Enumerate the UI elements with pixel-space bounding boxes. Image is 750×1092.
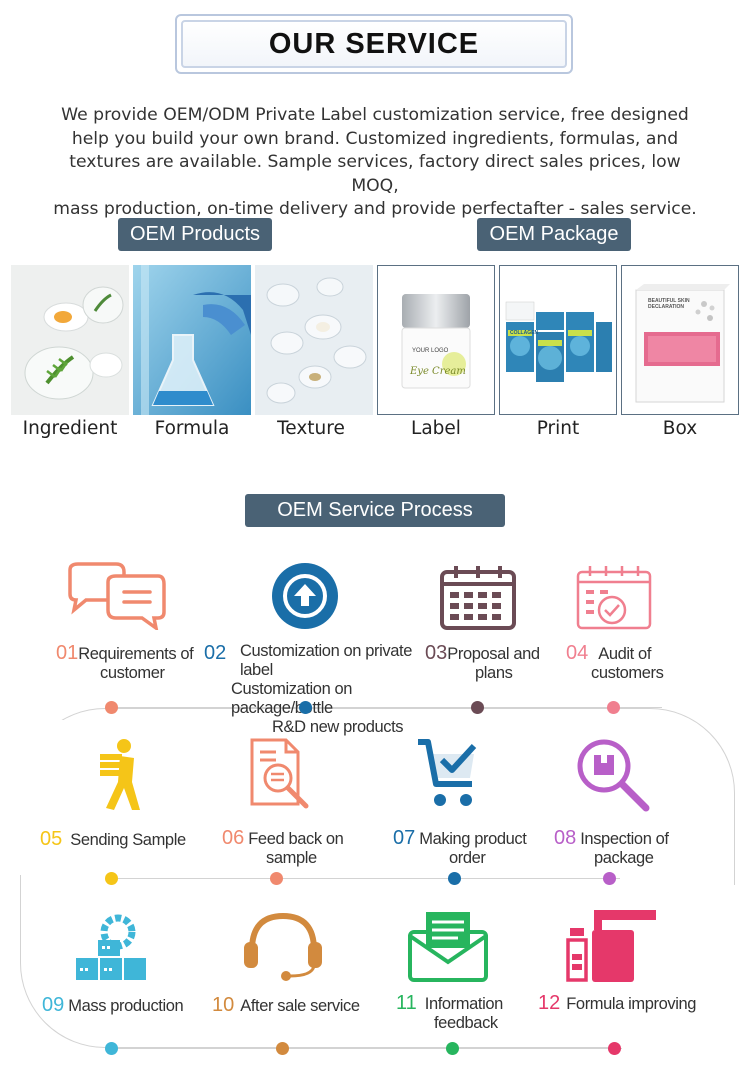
print-brand-text: COLLAGEN	[510, 330, 539, 336]
formula-label: Formula	[154, 418, 230, 439]
step-01: 01Requirements of customer	[56, 642, 194, 683]
formula-bottles-icon	[566, 910, 656, 982]
step-text: Feed back on	[248, 830, 344, 848]
document-search-icon	[250, 738, 309, 809]
step-text: Making product	[419, 830, 527, 848]
calendar-icon	[440, 566, 516, 630]
formula-image	[133, 265, 251, 415]
step-number: 09	[42, 994, 65, 1016]
step-dot	[471, 701, 484, 714]
step-number: 07	[393, 827, 416, 849]
step-dot	[299, 701, 312, 714]
step-dot	[448, 872, 461, 885]
courier-icon	[100, 739, 140, 810]
step-text: sample	[266, 849, 317, 867]
label-label: Label	[411, 418, 461, 439]
calendar-check-icon	[576, 566, 652, 630]
step-03: 03Proposal and plans	[425, 642, 540, 683]
step-dot	[446, 1042, 459, 1055]
step-number: 08	[554, 827, 577, 849]
step-dot	[608, 1042, 621, 1055]
oem-package-heading: OEM Package	[477, 218, 631, 251]
step-text: package	[594, 849, 654, 867]
step-text: Inspection of	[580, 830, 669, 848]
headset-icon	[244, 912, 322, 981]
step-10: 10 After sale service	[212, 994, 360, 1016]
step-05: 05 Sending Sample	[40, 828, 186, 850]
step-12: 12 Formula improving	[538, 992, 697, 1014]
step-text: customer	[100, 664, 165, 682]
chat-bubbles-icon	[68, 562, 166, 630]
step-text: customers	[591, 664, 664, 682]
step-text: Sending Sample	[70, 831, 186, 849]
step-dot	[105, 1042, 118, 1055]
step-text: Mass production	[68, 997, 184, 1015]
track-line	[112, 878, 620, 879]
step-dot	[607, 701, 620, 714]
magnifier-box-icon	[577, 739, 650, 812]
track-line	[112, 707, 662, 708]
intro-line: help you build your own brand. Customize…	[71, 128, 679, 149]
intro-text: We provide OEM/ODM Private Label customi…	[50, 104, 700, 222]
step-number: 04	[566, 642, 589, 664]
upload-circle-icon	[272, 563, 338, 629]
box-label: Box	[662, 418, 698, 439]
step-text: After sale service	[240, 997, 360, 1015]
texture-image	[255, 265, 373, 415]
process-track	[20, 708, 735, 1048]
box-image: BEAUTIFUL SKIN DECLARATION	[621, 265, 739, 415]
step-text: Information	[424, 995, 504, 1013]
step-dot	[270, 872, 283, 885]
shopping-cart-icon	[418, 739, 477, 806]
step-text: Requirements of	[78, 645, 194, 663]
step-04: 04 Audit of customers	[566, 642, 664, 683]
oem-products-heading: OEM Products	[118, 218, 272, 251]
step-number: 05	[40, 828, 63, 850]
step-dot	[603, 872, 616, 885]
step-text: Proposal and	[447, 645, 540, 663]
jar-product-text: Eye Cream	[410, 366, 466, 377]
step-text: R&D new products	[272, 718, 404, 736]
step-text: feedback	[434, 1014, 498, 1032]
step-text: Customization on private label	[240, 642, 412, 679]
step-number: 10	[212, 994, 235, 1016]
step-text: Audit of	[598, 645, 652, 663]
step-number: 03	[425, 642, 448, 664]
step-text: plans	[475, 664, 513, 682]
process-heading: OEM Service Process	[245, 494, 505, 527]
step-11: 11 Information feedback	[396, 992, 504, 1033]
track-line	[112, 1048, 622, 1049]
step-number: 02	[204, 642, 227, 664]
envelope-icon	[408, 912, 488, 982]
page-title: OUR SERVICE	[181, 20, 567, 68]
step-number: 01	[56, 642, 79, 664]
step-dot	[105, 701, 118, 714]
step-number: 11	[396, 992, 417, 1014]
texture-label: Texture	[277, 418, 345, 439]
step-number: 06	[222, 827, 245, 849]
mass-production-icon	[76, 914, 146, 980]
label-image: YOUR LOGO Eye Cream	[377, 265, 495, 415]
print-label: Print	[536, 418, 580, 439]
step-number: 12	[538, 992, 561, 1014]
step-dot	[276, 1042, 289, 1055]
intro-line: mass production, on-time delivery and pr…	[53, 199, 697, 219]
box-title-text: BEAUTIFUL SKIN DECLARATION	[648, 298, 690, 310]
ingredient-label: Ingredient	[22, 418, 118, 439]
step-text: Formula improving	[566, 995, 697, 1013]
step-02: 02 Customization on private label Custom…	[204, 642, 424, 737]
intro-line: We provide OEM/ODM Private Label customi…	[61, 105, 689, 125]
step-text: order	[449, 849, 486, 867]
intro-line: textures are available. Sample services,…	[69, 152, 681, 196]
step-dot	[105, 872, 118, 885]
print-image: COLLAGEN	[499, 265, 617, 415]
jar-logo-text: YOUR LOGO	[412, 348, 449, 354]
step-text: Customization on package/bottle	[231, 680, 353, 717]
ingredient-image	[11, 265, 129, 415]
